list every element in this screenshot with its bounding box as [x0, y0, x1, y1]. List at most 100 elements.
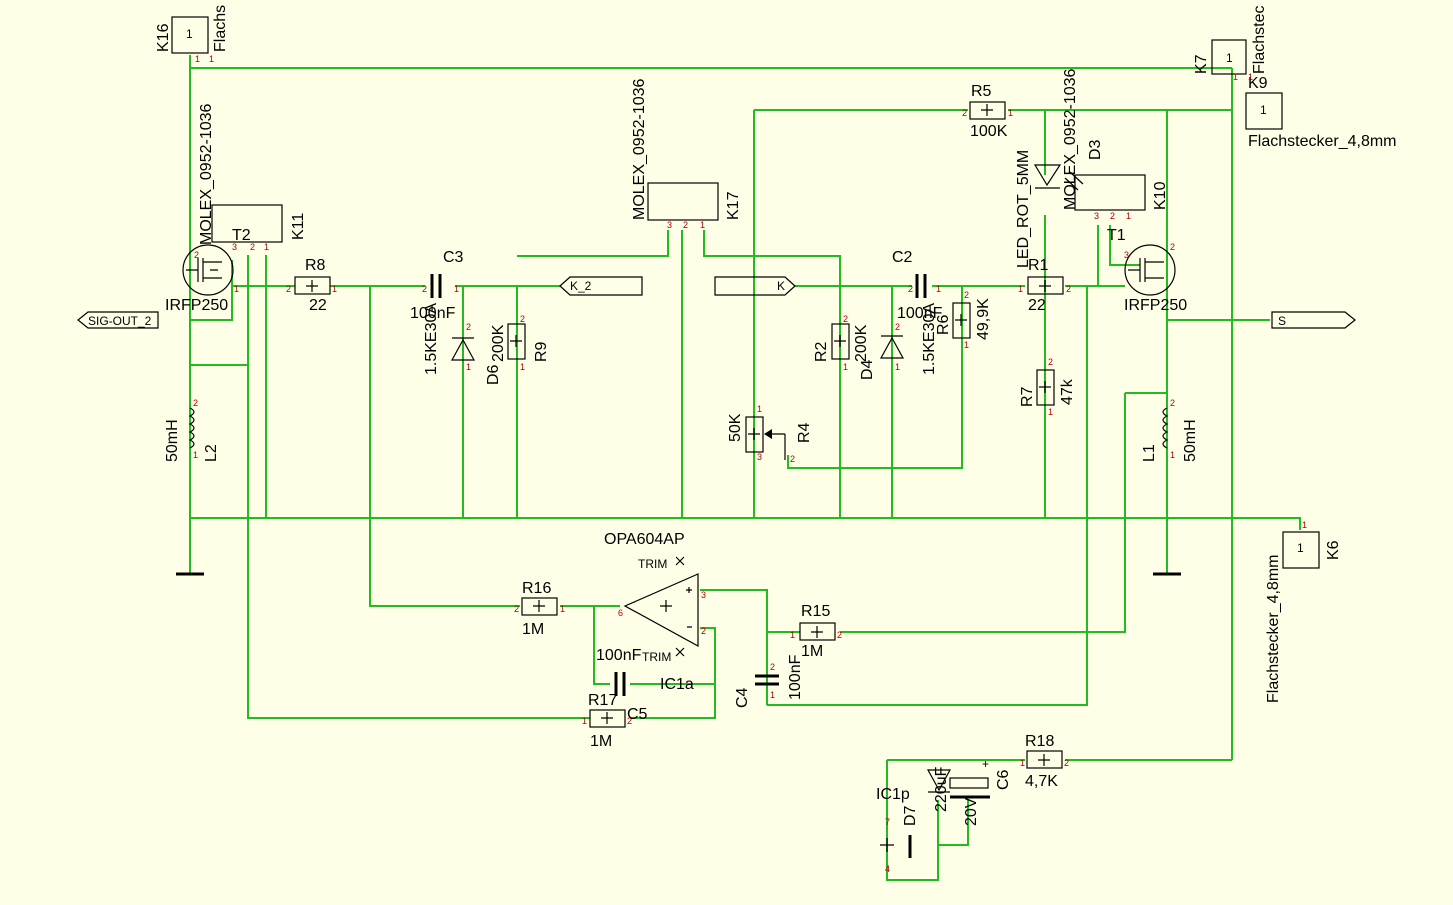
- svg-text:2: 2: [790, 454, 795, 464]
- connector-K7: 1 K7 Flachstec: [1193, 6, 1268, 75]
- netlabel-K: K: [714, 276, 796, 296]
- R5-value: 100K: [970, 123, 1008, 140]
- svg-text:2: 2: [1170, 242, 1175, 252]
- R16-value: 1M: [522, 621, 544, 638]
- R9-value: 200K: [490, 324, 507, 362]
- svg-text:1: 1: [454, 284, 459, 294]
- K11-value: MOLEX_0952-1036: [198, 103, 215, 245]
- connector-K6: 1 K6 Flachstecker_4,8mm: [1265, 531, 1342, 703]
- R17-value: 1M: [590, 733, 612, 750]
- svg-text:2: 2: [193, 398, 198, 408]
- svg-text:2: 2: [520, 314, 525, 324]
- opamp-label: OPA604AP: [604, 531, 685, 548]
- svg-text:2: 2: [843, 314, 848, 324]
- svg-text:2: 2: [194, 250, 199, 260]
- pin-numbers: 1 1 2 1 2 1 2 1 2 1 2 1 2 1 2 1 2 1 2 1 1 2 2 1 2 1 1…: [193, 54, 1307, 874]
- C3-value: 100nF: [410, 305, 456, 322]
- resistor-R2: R2 200K: [813, 323, 870, 362]
- svg-text:1: 1: [332, 284, 337, 294]
- svg-text:2: 2: [770, 662, 775, 672]
- D7-label: D7: [902, 805, 919, 826]
- R2-label: R2: [813, 341, 830, 362]
- K9-value: Flachstecker_4,8mm: [1248, 133, 1397, 150]
- R6-label: R6: [935, 314, 952, 335]
- R15-value: 1M: [801, 643, 823, 660]
- svg-text:1: 1: [520, 362, 525, 372]
- R5-label: R5: [971, 83, 992, 100]
- svg-text:2: 2: [895, 322, 900, 332]
- netlabel-SIG-OUT_2: SIG-OUT_2: [77, 311, 159, 329]
- D7-value: 20V: [963, 797, 980, 826]
- transistor-T1: T1 IRFP250: [1107, 227, 1187, 314]
- svg-text:2: 2: [701, 626, 706, 636]
- svg-text:1: 1: [560, 604, 565, 614]
- svg-text:2: 2: [514, 604, 519, 614]
- led-D3: D3 LED_ROT_5MM: [1015, 139, 1104, 268]
- svg-text:7: 7: [885, 817, 890, 827]
- netlabel-S: S: [1271, 311, 1356, 329]
- svg-text:1: 1: [234, 284, 239, 294]
- L2-value: 50mH: [164, 419, 181, 462]
- resistor-R18: R18 4,7K: [1025, 733, 1063, 790]
- svg-text:1: 1: [1248, 72, 1253, 82]
- K6-label: K6: [1325, 540, 1342, 560]
- svg-text:1: 1: [936, 284, 941, 294]
- C6-value: 220uF: [933, 766, 950, 812]
- C4-label: C4: [734, 687, 751, 708]
- K11-label: K11: [290, 213, 307, 240]
- svg-text:2: 2: [964, 290, 969, 300]
- resistor-R8: R8 22: [294, 257, 331, 314]
- R18-value: 4,7K: [1025, 773, 1058, 790]
- diode-D6: 1.5KE30A D6: [423, 303, 502, 385]
- capacitor-C5: C5 100nF: [596, 647, 648, 723]
- svg-text:1: 1: [700, 220, 705, 230]
- R2-value: 200K: [853, 324, 870, 362]
- C5-label: C5: [627, 706, 648, 723]
- R7-label: R7: [1019, 386, 1036, 407]
- resistor-R6: R6 49,9K: [935, 298, 992, 340]
- resistor-R17: R17 1M: [588, 692, 626, 750]
- svg-text:3: 3: [667, 220, 672, 230]
- svg-text:1: 1: [895, 362, 900, 372]
- netlabel-K_2-text: K_2: [570, 279, 592, 293]
- svg-text:2: 2: [422, 284, 427, 294]
- wires: [189, 55, 1301, 881]
- connector-K9: 1 K9 Flachstecker_4,8mm: [1245, 75, 1397, 150]
- svg-text:1: 1: [186, 27, 193, 41]
- svg-text:1: 1: [770, 690, 775, 700]
- svg-text:1: 1: [1297, 541, 1304, 555]
- T2-value: IRFP250: [165, 297, 228, 314]
- D4-label: D4: [859, 359, 876, 380]
- resistor-R9: R9 200K: [490, 323, 550, 362]
- K7-label: K7: [1193, 54, 1210, 74]
- K7-value: Flachstec: [1251, 6, 1268, 74]
- connector-K16: 1 K16 Flachs: [155, 5, 229, 54]
- R1-label: R1: [1028, 257, 1049, 274]
- svg-text:2: 2: [837, 630, 842, 640]
- capacitor-C3: C3 100nF: [410, 249, 464, 322]
- K16-value: Flachs: [212, 5, 229, 52]
- svg-text:2: 2: [250, 242, 255, 252]
- K10-value: MOLEX_0952-1036: [1062, 68, 1079, 210]
- inductor-L1: L1 50mH: [1141, 407, 1199, 462]
- netlabel-SIG-text: SIG-OUT_2: [88, 314, 152, 328]
- svg-text:1: 1: [193, 450, 198, 460]
- svg-text:1: 1: [1170, 450, 1175, 460]
- svg-text:1: 1: [1126, 211, 1131, 221]
- svg-text:3: 3: [1094, 211, 1099, 221]
- R1-value: 22: [1028, 297, 1046, 314]
- resistor-R7: R7 47k: [1019, 369, 1076, 407]
- R18-label: R18: [1025, 733, 1054, 750]
- svg-text:1: 1: [209, 54, 214, 64]
- svg-text:1: 1: [964, 340, 969, 350]
- R8-label: R8: [305, 257, 326, 274]
- L2-label: L2: [203, 444, 220, 462]
- svg-text:3: 3: [232, 242, 237, 252]
- svg-text:2: 2: [1066, 284, 1071, 294]
- svg-text:2: 2: [908, 284, 913, 294]
- svg-text:+: +: [982, 757, 989, 771]
- C4-value: 100nF: [787, 654, 804, 700]
- C3-label: C3: [443, 249, 464, 266]
